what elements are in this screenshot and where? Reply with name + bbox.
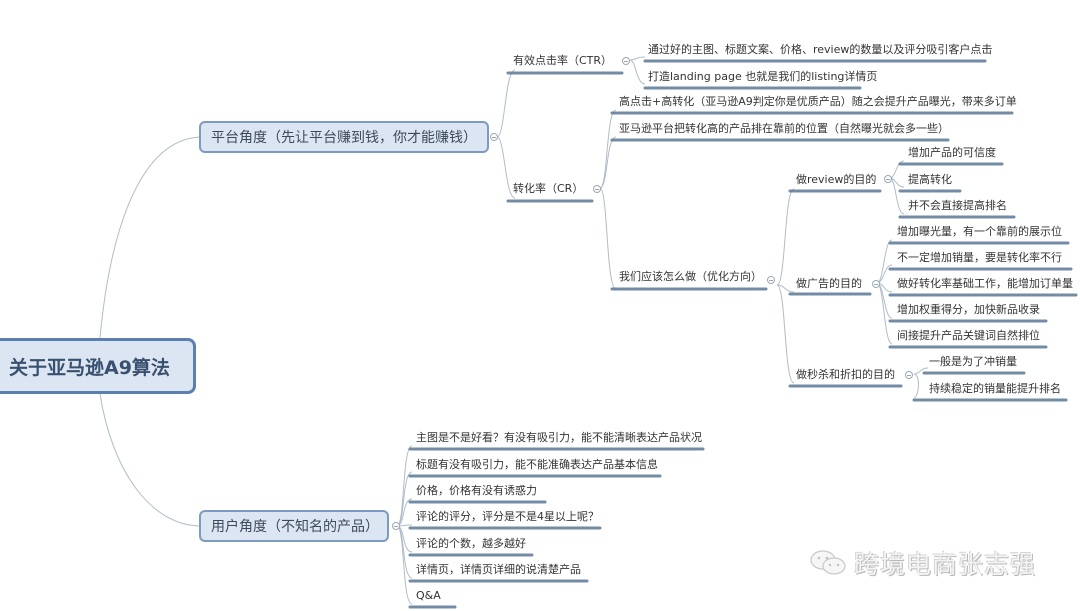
leaf-user-7[interactable]: Q&A bbox=[416, 587, 441, 605]
leaf-label: Q&A bbox=[416, 589, 441, 602]
leaf-cr-2[interactable]: 亚马逊平台把转化高的产品排在靠前的位置（自然曝光就会多一些） bbox=[619, 120, 949, 138]
leaf-user-4[interactable]: 评论的评分，评分是不是4星以上呢？ bbox=[416, 508, 599, 526]
leaf-label: 持续稳定的销量能提升排名 bbox=[929, 382, 1061, 395]
leaf-label: 并不会直接提高排名 bbox=[908, 199, 1007, 212]
branch-label: 用户角度（不知名的产品） bbox=[211, 519, 379, 535]
node-label: 转化率（CR） bbox=[513, 182, 584, 195]
watermark-text: 跨境电商张志强 bbox=[854, 550, 1037, 579]
leaf-ads-2[interactable]: 不一定增加销量，要是转化率不行 bbox=[897, 249, 1062, 267]
watermark: 跨境电商张志强 bbox=[808, 545, 1036, 581]
node-ctr[interactable]: 有效点击率（CTR） bbox=[513, 52, 612, 70]
leaf-label: 不一定增加销量，要是转化率不行 bbox=[897, 251, 1062, 264]
leaf-ads-3[interactable]: 做好转化率基础工作，能增加订单量 bbox=[897, 275, 1073, 293]
leaf-label: 增加产品的可信度 bbox=[908, 146, 996, 159]
leaf-user-6[interactable]: 详情页，详情页详细的说清楚产品 bbox=[416, 561, 581, 579]
node-review-purpose[interactable]: 做review的目的 bbox=[796, 171, 876, 189]
collapse-toggle-icon[interactable] bbox=[905, 371, 913, 379]
leaf-user-5[interactable]: 评论的个数，越多越好 bbox=[416, 535, 526, 553]
leaf-ads-1[interactable]: 增加曝光量，有一个靠前的展示位 bbox=[897, 223, 1062, 241]
collapse-toggle-icon[interactable] bbox=[490, 133, 498, 141]
leaf-user-1[interactable]: 主图是不是好看？有没有吸引力，能不能清晰表达产品状况 bbox=[416, 429, 702, 447]
collapse-toggle-icon[interactable] bbox=[622, 57, 630, 65]
leaf-label: 提高转化 bbox=[908, 173, 952, 186]
leaf-label: 主图是不是好看？有没有吸引力，能不能清晰表达产品状况 bbox=[416, 431, 702, 444]
node-label: 做review的目的 bbox=[796, 173, 877, 186]
root-node[interactable]: 关于亚马逊A9算法 bbox=[0, 338, 196, 394]
node-label: 做广告的目的 bbox=[796, 277, 862, 290]
leaf-flash-1[interactable]: 一般是为了冲销量 bbox=[929, 353, 1017, 371]
leaf-label: 标题有没有吸引力，能不能准确表达产品基本信息 bbox=[416, 458, 658, 471]
leaf-ads-4[interactable]: 增加权重得分，加快新品收录 bbox=[897, 301, 1040, 319]
leaf-review-3[interactable]: 并不会直接提高排名 bbox=[908, 197, 1007, 215]
leaf-user-2[interactable]: 标题有没有吸引力，能不能准确表达产品基本信息 bbox=[416, 456, 658, 474]
leaf-cr-1[interactable]: 高点击+高转化（亚马逊A9判定你是优质产品）随之会提升产品曝光，带来多订单 bbox=[619, 93, 1017, 111]
leaf-label: 打造landing page 也就是我们的listing详情页 bbox=[648, 70, 878, 83]
collapse-toggle-icon[interactable] bbox=[884, 175, 892, 183]
leaf-review-1[interactable]: 增加产品的可信度 bbox=[908, 144, 996, 162]
node-cr[interactable]: 转化率（CR） bbox=[513, 180, 583, 198]
leaf-label: 通过好的主图、标题文案、价格、review的数量以及评分吸引客户点击 bbox=[648, 43, 993, 56]
node-flash-sale-purpose[interactable]: 做秒杀和折扣的目的 bbox=[796, 366, 895, 384]
leaf-label: 一般是为了冲销量 bbox=[929, 355, 1017, 368]
leaf-ctr-2[interactable]: 打造landing page 也就是我们的listing详情页 bbox=[648, 68, 877, 86]
leaf-label: 评论的评分，评分是不是4星以上呢？ bbox=[416, 510, 599, 523]
leaf-label: 做好转化率基础工作，能增加订单量 bbox=[897, 277, 1073, 290]
node-optimization[interactable]: 我们应该怎么做（优化方向） bbox=[619, 268, 762, 286]
node-label: 有效点击率（CTR） bbox=[513, 54, 613, 67]
collapse-toggle-icon[interactable] bbox=[593, 185, 601, 193]
leaf-ctr-1[interactable]: 通过好的主图、标题文案、价格、review的数量以及评分吸引客户点击 bbox=[648, 41, 992, 59]
collapse-toggle-icon[interactable] bbox=[872, 280, 880, 288]
node-ads-purpose[interactable]: 做广告的目的 bbox=[796, 275, 862, 293]
leaf-label: 详情页，详情页详细的说清楚产品 bbox=[416, 563, 581, 576]
leaf-user-3[interactable]: 价格，价格有没有诱惑力 bbox=[416, 482, 537, 500]
leaf-label: 亚马逊平台把转化高的产品排在靠前的位置（自然曝光就会多一些） bbox=[619, 122, 949, 135]
node-label: 我们应该怎么做（优化方向） bbox=[619, 270, 762, 283]
leaf-ads-5[interactable]: 间接提升产品关键词自然排位 bbox=[897, 327, 1040, 345]
branch-user-perspective[interactable]: 用户角度（不知名的产品） bbox=[199, 510, 389, 542]
node-label: 做秒杀和折扣的目的 bbox=[796, 368, 895, 381]
leaf-label: 评论的个数，越多越好 bbox=[416, 537, 526, 550]
leaf-label: 增加权重得分，加快新品收录 bbox=[897, 303, 1040, 316]
collapse-toggle-icon[interactable] bbox=[392, 522, 400, 530]
collapse-toggle-icon[interactable] bbox=[767, 276, 775, 284]
branch-label: 平台角度（先让平台赚到钱，你才能赚钱） bbox=[211, 130, 477, 146]
branch-platform-perspective[interactable]: 平台角度（先让平台赚到钱，你才能赚钱） bbox=[199, 121, 489, 153]
root-label: 关于亚马逊A9算法 bbox=[9, 356, 170, 379]
leaf-label: 高点击+高转化（亚马逊A9判定你是优质产品）随之会提升产品曝光，带来多订单 bbox=[619, 95, 1017, 108]
leaf-review-2[interactable]: 提高转化 bbox=[908, 171, 952, 189]
leaf-label: 增加曝光量，有一个靠前的展示位 bbox=[897, 225, 1062, 238]
wechat-icon bbox=[810, 550, 846, 575]
leaf-label: 间接提升产品关键词自然排位 bbox=[897, 329, 1040, 342]
leaf-flash-2[interactable]: 持续稳定的销量能提升排名 bbox=[929, 380, 1061, 398]
leaf-label: 价格，价格有没有诱惑力 bbox=[416, 484, 537, 497]
